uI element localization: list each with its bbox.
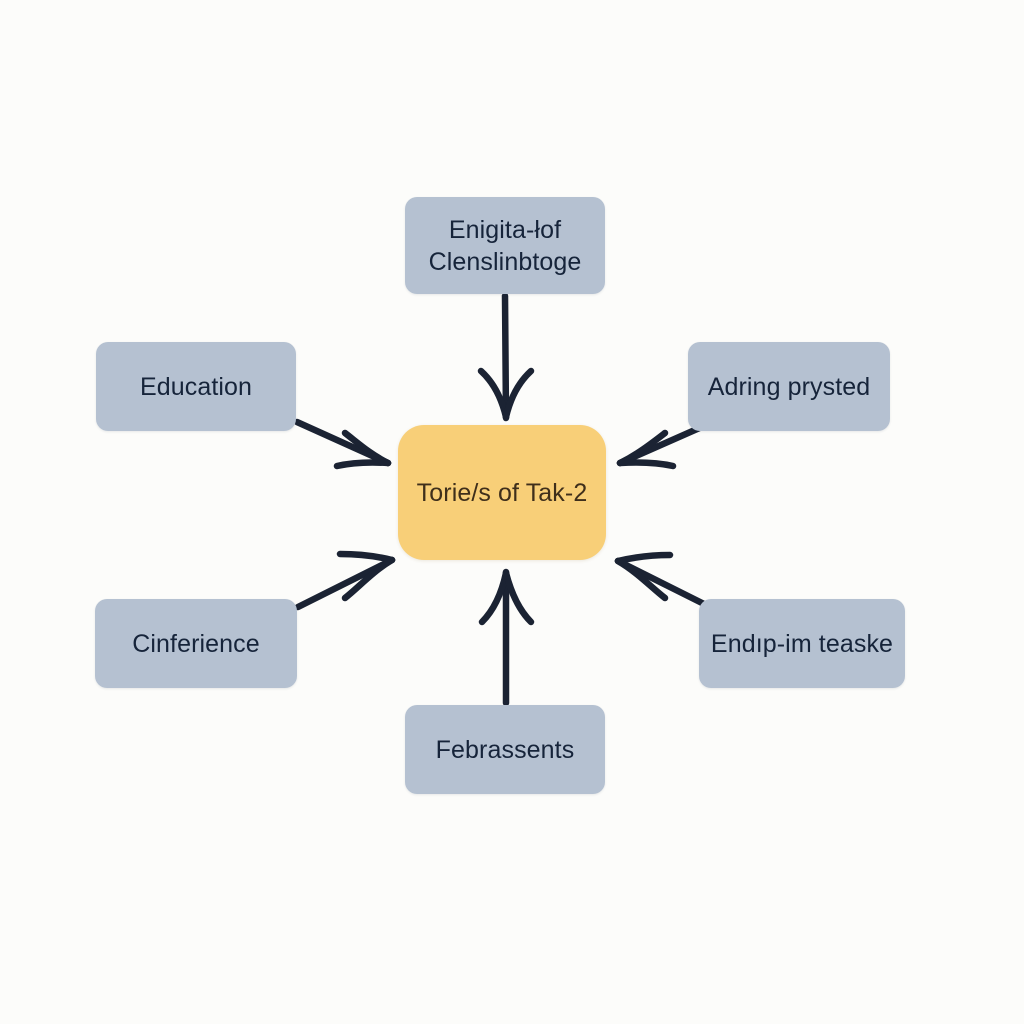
arrowhead-upper-barb xyxy=(336,550,396,564)
node-top[interactable]: Enigita-łof Clenslinbtoge xyxy=(405,197,605,294)
arrowhead-left-barb xyxy=(477,367,510,421)
node-bottom-left-label: Cinferience xyxy=(132,629,260,658)
node-bottom-right[interactable]: Endıp-im teaske xyxy=(699,599,905,688)
arrowhead-upper-barb xyxy=(614,551,674,565)
edge-line xyxy=(501,292,510,422)
arrowhead-right-barb xyxy=(502,367,535,421)
node-bottom[interactable]: Febrassents xyxy=(405,705,605,794)
edge-bottom-to-center xyxy=(478,568,535,707)
node-top-label: Enigita-łof Clenslinbtoge xyxy=(429,214,582,278)
node-top-label-line2: Clenslinbtoge xyxy=(428,247,582,276)
node-right[interactable]: Adring prysted xyxy=(688,342,890,431)
arrowhead-lower-barb xyxy=(614,557,669,602)
arrowhead-lower-barb xyxy=(333,459,392,470)
node-left-label: Education xyxy=(139,372,253,401)
edge-bottomright-to-center xyxy=(614,551,716,612)
edge-bottomleft-to-center xyxy=(294,550,396,611)
node-bottom-right-label: Endıp-im teaske xyxy=(710,629,894,658)
arrowhead-right-barb xyxy=(502,569,535,626)
node-left[interactable]: Education xyxy=(96,342,296,431)
node-bottom-left[interactable]: Cinferience xyxy=(95,599,297,688)
node-right-label: Adring prysted xyxy=(707,372,871,401)
node-center-label: Torie/s of Tak-2 xyxy=(416,478,588,507)
node-center[interactable]: Torie/s of Tak-2 xyxy=(398,425,606,560)
edge-top-to-center xyxy=(477,292,535,422)
node-bottom-label: Febrassents xyxy=(435,735,575,764)
arrowhead-lower-barb xyxy=(616,459,677,470)
arrowhead-left-barb xyxy=(478,569,510,626)
edge-left-to-center xyxy=(293,418,392,470)
arrowhead-lower-barb xyxy=(341,556,396,602)
node-top-label-line1: Enigita-łof xyxy=(448,215,562,244)
